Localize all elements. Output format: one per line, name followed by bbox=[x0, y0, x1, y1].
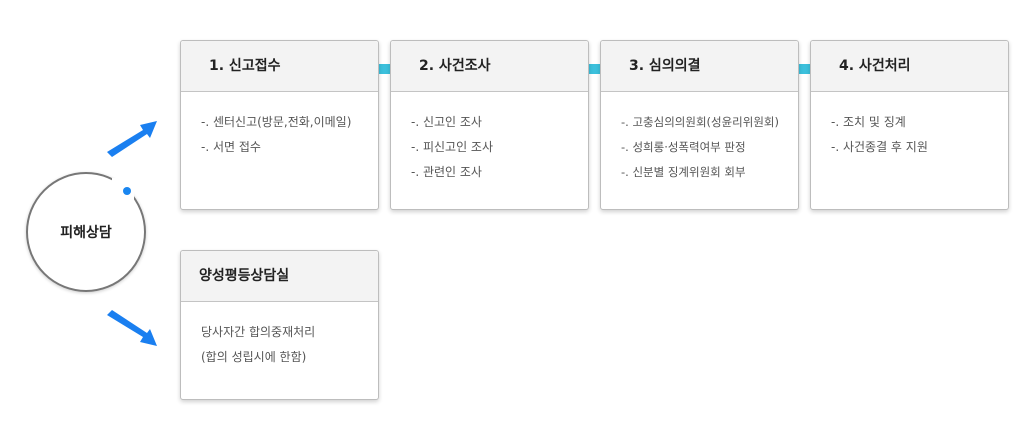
step-title: 1. 신고접수 bbox=[181, 41, 378, 92]
alt-item: (합의 성립시에 한함) bbox=[201, 350, 307, 364]
step-item: -. 고충심의의원회(성윤리위원회) bbox=[621, 115, 779, 129]
step-item: -. 피신고인 조사 bbox=[411, 140, 494, 154]
circle-label: 피해상담 bbox=[60, 225, 112, 241]
arrow-down-right-icon bbox=[107, 310, 157, 346]
step-item: -. 신고인 조사 bbox=[411, 115, 482, 129]
step-item: -. 성희롱·성폭력여부 판정 bbox=[621, 140, 746, 154]
step-card-investigation: 2. 사건조사 -. 신고인 조사 -. 피신고인 조사 -. 관련인 조사 bbox=[390, 40, 589, 210]
step-item: -. 조치 및 징계 bbox=[831, 115, 906, 129]
step-item: -. 사건종결 후 지원 bbox=[831, 140, 928, 154]
gender-equality-counseling-card: 양성평등상담실 당사자간 합의중재처리 (합의 성립시에 한함) bbox=[180, 250, 379, 400]
step-item: -. 관련인 조사 bbox=[411, 165, 482, 179]
step-item: -. 센터신고(방문,전화,이메일) bbox=[201, 115, 352, 129]
arrow-up-right-icon bbox=[107, 121, 157, 157]
counseling-circle: 피해상담 bbox=[26, 172, 146, 292]
step-card-handling: 4. 사건처리 -. 조치 및 징계 -. 사건종결 후 지원 bbox=[810, 40, 1009, 210]
alt-title: 양성평등상담실 bbox=[181, 251, 378, 302]
step-item: -. 서면 접수 bbox=[201, 140, 261, 154]
dot-marker bbox=[123, 187, 131, 195]
step-title: 2. 사건조사 bbox=[391, 41, 588, 92]
step-item: -. 신분별 징계위원회 회부 bbox=[621, 165, 746, 179]
step-title: 4. 사건처리 bbox=[811, 41, 1008, 92]
alt-item: 당사자간 합의중재처리 bbox=[201, 325, 316, 339]
step-title: 3. 심의의결 bbox=[601, 41, 798, 92]
step-card-report: 1. 신고접수 -. 센터신고(방문,전화,이메일) -. 서면 접수 bbox=[180, 40, 379, 210]
step-card-deliberation: 3. 심의의결 -. 고충심의의원회(성윤리위원회) -. 성희롱·성폭력여부 판… bbox=[600, 40, 799, 210]
